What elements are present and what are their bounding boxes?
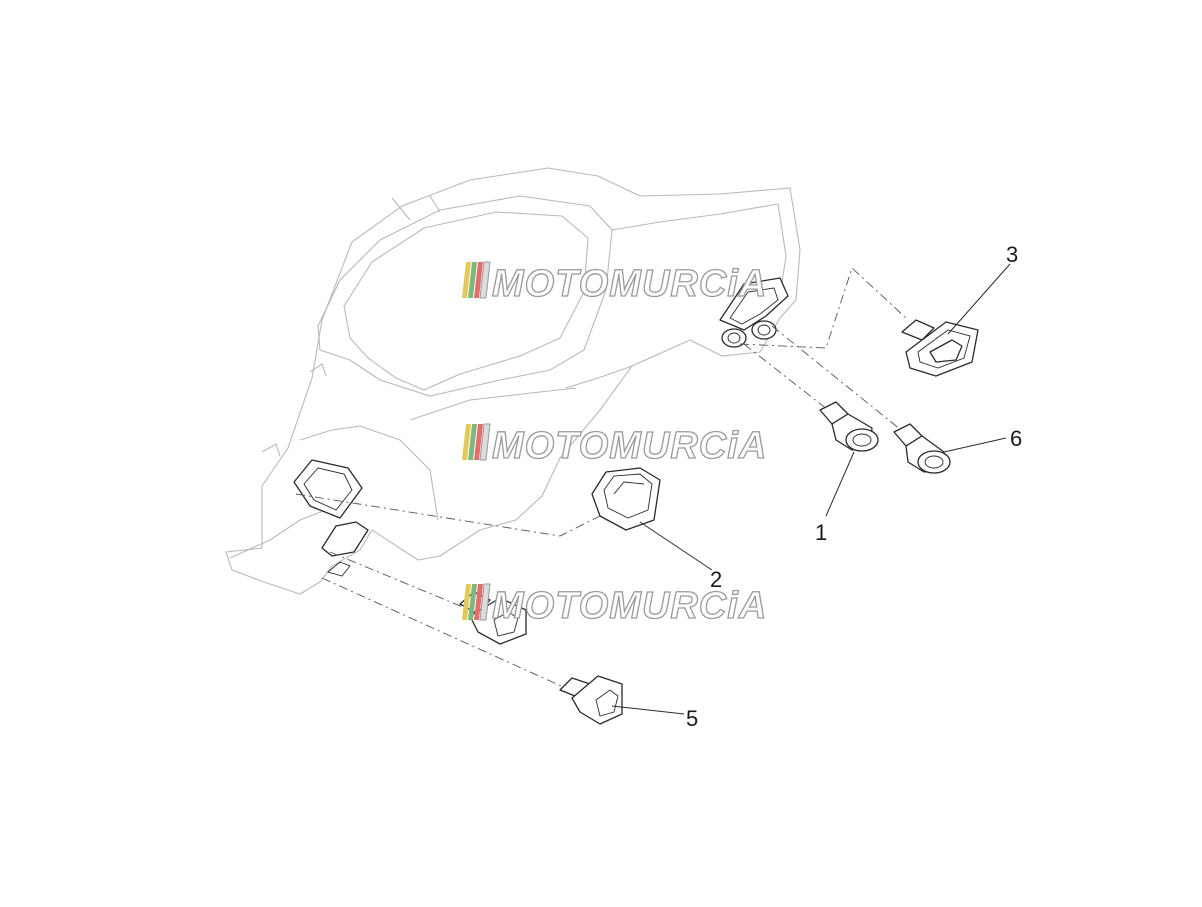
watermark-text: MOTOMURCiA — [492, 263, 767, 305]
callout-leaders — [611, 263, 1011, 715]
part-5-switch — [559, 675, 623, 725]
assembly-lines — [295, 267, 907, 691]
watermark-bottom: MOTOMURCiA — [462, 583, 767, 628]
watermark-middle: MOTOMURCiA — [462, 423, 767, 468]
callout-labels: 1 2 3 5 6 — [686, 242, 1022, 731]
leader-2 — [639, 521, 713, 571]
part-3-rocker-switch — [901, 319, 979, 377]
handlebar-cover — [225, 167, 801, 595]
leader-6 — [943, 437, 1007, 453]
callout-5: 5 — [686, 706, 698, 731]
callout-2: 2 — [710, 567, 722, 592]
leader-3 — [947, 263, 1011, 335]
part-2-switch-cover — [591, 467, 661, 531]
watermark-text: MOTOMURCiA — [492, 585, 767, 627]
part-1-push-button — [819, 401, 879, 452]
watermark-text: MOTOMURCiA — [492, 425, 767, 467]
callout-3: 3 — [1006, 242, 1018, 267]
leader-5 — [611, 705, 685, 715]
watermark-top: MOTOMURCiA — [462, 261, 767, 306]
part-6-push-button — [893, 423, 951, 474]
leader-1 — [825, 451, 855, 517]
callout-1: 1 — [815, 520, 827, 545]
callout-6: 6 — [1010, 426, 1022, 451]
